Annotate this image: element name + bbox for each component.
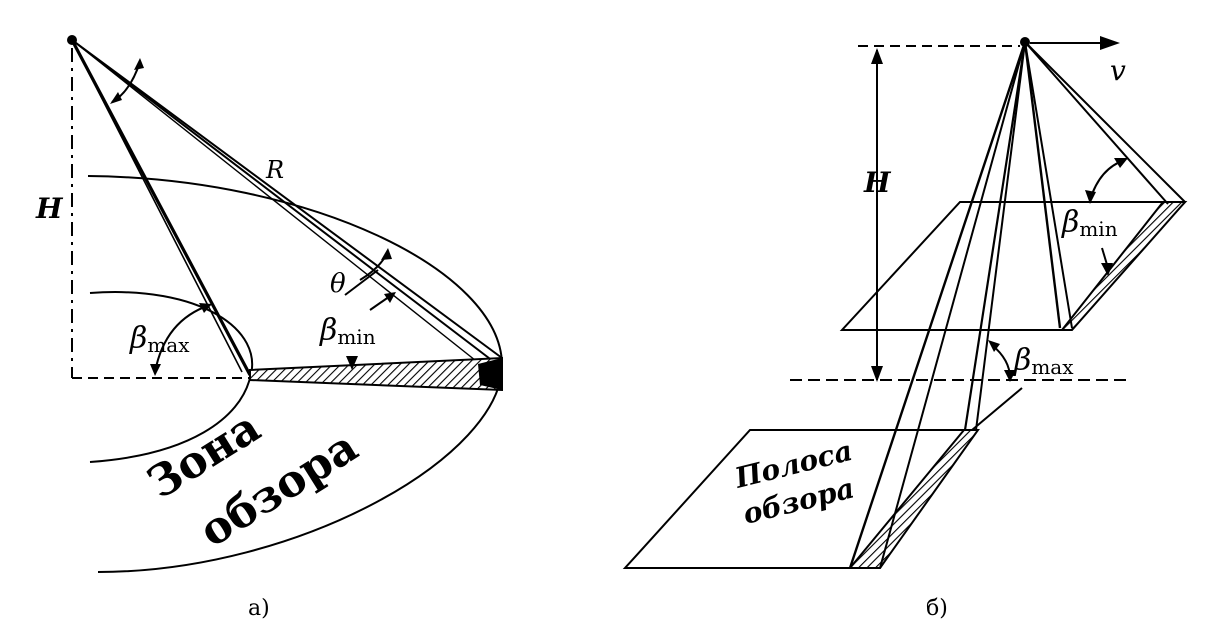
beta-max-label-b: βmax: [1013, 343, 1074, 379]
beta-max-arrow-b-bottom: [1004, 370, 1016, 382]
beta-min-ground-arrow-a: [346, 356, 358, 370]
height-label-b: H: [863, 166, 892, 199]
beta-max-tick: [971, 387, 1023, 431]
height-label-a: H: [35, 192, 64, 225]
beta-max-label-a: βmax: [129, 321, 190, 357]
range-label: R: [265, 156, 284, 184]
caption-a: а): [248, 596, 270, 621]
mid-plane: [839, 201, 1188, 331]
apex-arrow-1: [134, 58, 144, 70]
beta-min-label-a: βmin: [319, 313, 376, 349]
beta-min-arrow-b-top: [1114, 158, 1128, 168]
beam-b-3: [1023, 41, 1062, 329]
caption-b: б): [926, 596, 948, 621]
beam-b-8: [975, 41, 1026, 431]
beam-b-5: [848, 41, 1027, 569]
beam-far-edge-2: [71, 39, 503, 369]
beam-b-7: [963, 41, 1027, 431]
theta-label: θ: [330, 269, 346, 299]
beta-max-arc-a: [154, 304, 211, 373]
beam-near-edge-2: [71, 39, 243, 373]
beta-max-arrow-a: [199, 303, 212, 313]
beam-far-edge-3: [71, 39, 491, 373]
beta-max-arrow-a2: [150, 364, 161, 376]
ground-strip-a-end: [478, 358, 502, 390]
theta-pointer: [344, 269, 379, 296]
beam-near-edge: [70, 39, 252, 376]
beta-min-label-b: βmin: [1061, 205, 1118, 241]
velocity-arrow-head: [1100, 36, 1120, 50]
theta-arrow: [381, 248, 392, 260]
beam-b-2: [1024, 41, 1169, 205]
beta-min-arrow-a: [384, 292, 396, 303]
beta-min-arrow-b-bottom: [1085, 190, 1096, 204]
height-dim-bottom: [871, 366, 883, 382]
height-dim-top: [871, 48, 883, 64]
apex-arrow-2: [110, 92, 122, 104]
velocity-label: v: [1110, 54, 1126, 87]
figure-b: [622, 36, 1188, 569]
ground-strip-a: [249, 356, 503, 392]
beta-min-pointer-arrow-b: [1101, 263, 1113, 276]
mid-hatch: [1059, 201, 1188, 331]
beta-max-arrow-b-top: [988, 340, 1000, 352]
beam-far-edge: [71, 39, 503, 359]
beam-b-6: [879, 41, 1026, 569]
bottom-hatch: [847, 429, 980, 569]
beam-b-1: [1024, 41, 1186, 203]
beam-b-4: [1024, 41, 1073, 329]
figure-a: [67, 35, 504, 573]
